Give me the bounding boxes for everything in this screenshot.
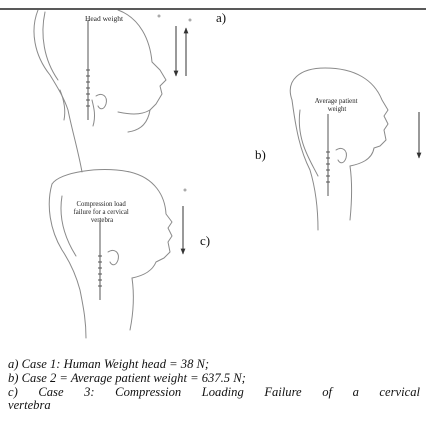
panel-c-tag: c) — [200, 233, 210, 248]
panel-a-tag: a) — [216, 10, 226, 25]
panel-b-head-sketch — [290, 68, 388, 230]
panel-b-tag: b) — [255, 147, 266, 162]
panel-c-head-sketch — [49, 170, 186, 338]
caption-case-2: b) Case 2 = Average patient weight = 637… — [8, 372, 420, 386]
figure-captions: a) Case 1: Human Weight head = 38 N; b) … — [8, 358, 420, 413]
panel-a-label: Head weight — [85, 14, 124, 23]
caption-case-3-line-2: vertebra — [8, 399, 420, 413]
panel-c-label: Compression load failure for a cervical … — [74, 201, 131, 224]
panel-a-arrows — [176, 26, 186, 76]
caption-case-3-line-1: c) Case 3: Compression Loading Failure o… — [8, 386, 420, 400]
biomechanics-figure: Head weight a) Average patient weight b)… — [0, 0, 426, 340]
panel-b-label: Average patient weight — [315, 98, 359, 113]
panel-a-head-sketch — [34, 10, 192, 172]
caption-case-1: a) Case 1: Human Weight head = 38 N; — [8, 358, 420, 372]
